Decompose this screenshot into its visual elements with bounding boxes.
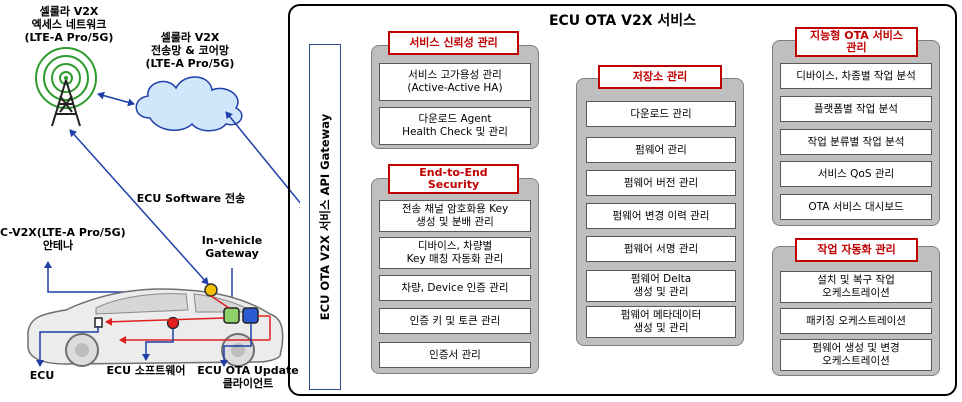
storage-header: 저장소 관리 [598,65,722,89]
cell-core-label-1: 셀룰라 V2X [160,31,220,44]
storage-item-signature: 펌웨어 서명 관리 [586,236,736,262]
car-icon [27,288,284,367]
service-frame [288,4,957,396]
antenna-dot [204,283,218,297]
api-gateway-label: ECU OTA V2X 서비스 API Gateway [318,113,333,321]
cell-access-label-3: (LTE-A Pro/5G) [24,31,114,44]
gateway-module [223,307,240,324]
ota-client-label-2: 클라이언트 [222,377,274,390]
storage-item-version: 펌웨어 버전 관리 [586,170,736,196]
cell-tower-icon [35,47,97,127]
cv2x-antenna-label-1: C-V2X(LTE-A Pro/5G) [0,226,126,239]
intelligent-item-platform: 플랫폼별 작업 분석 [780,96,932,122]
cell-access-label-1: 셀룰라 V2X [39,5,99,18]
automation-header: 작업 자동화 관리 [795,238,918,262]
reliability-item-ha: 서비스 고가용성 관리(Active-Active HA) [379,63,531,101]
intelligent-item-device: 디바이스, 차종별 작업 분석 [780,63,932,89]
cell-access-label-2: 엑세스 네트워크 [31,18,107,31]
ecu-software-label: ECU 소프트웨어 [106,364,186,377]
security-item-cert: 인증서 관리 [379,342,531,368]
ecu-label: ECU [29,369,55,382]
ota-client-module [242,307,259,324]
api-gateway-box [309,44,341,390]
intelligent-item-dashboard: OTA 서비스 대시보드 [780,194,932,220]
reliability-header: 서비스 신뢰성 관리 [388,31,519,55]
storage-item-history: 펌웨어 변경 이력 관리 [586,203,736,229]
invehicle-gateway-label-1: In-vehicle [201,234,263,247]
ecu-box [94,317,103,328]
ecu-software-transfer-label: ECU Software 전송 [136,192,246,205]
ota-client-label-1: ECU OTA Update [197,364,299,377]
cell-core-label-2: 전송망 & 코어망 [151,44,229,57]
intelligent-item-category: 작업 분류별 작업 분석 [780,129,932,155]
intelligent-item-qos: 서비스 QoS 관리 [780,161,932,187]
invehicle-gateway-label-2: Gateway [205,247,259,260]
security-item-auth: 차량, Device 인증 관리 [379,275,531,301]
network-vehicle-illustration [27,47,300,367]
service-title: ECU OTA V2X 서비스 [548,13,697,29]
storage-item-firmware: 펌웨어 관리 [586,137,736,163]
security-item-token: 인증 키 및 토큰 관리 [379,308,531,334]
storage-item-download: 다운로드 관리 [586,101,736,127]
cell-core-label-3: (LTE-A Pro/5G) [145,57,235,70]
cv2x-antenna-label-2: 안테나 [42,239,74,252]
cloud-icon [135,76,243,132]
automation-item-packaging: 패키징 오케스트레이션 [780,308,932,334]
